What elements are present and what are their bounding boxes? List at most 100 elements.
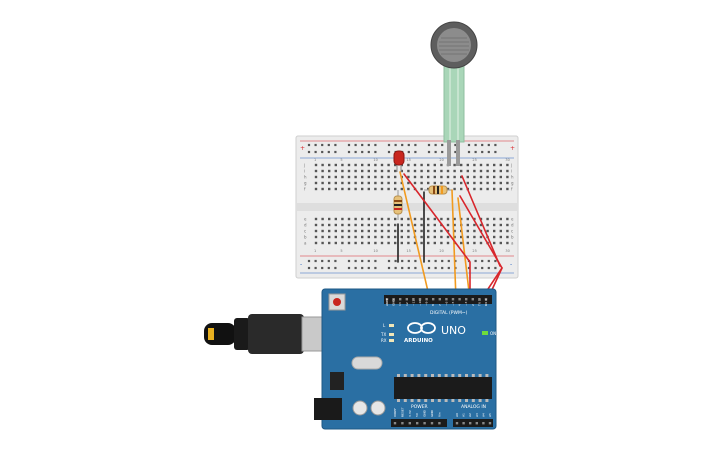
breadboard-hole[interactable] — [374, 241, 377, 245]
breadboard-hole[interactable] — [433, 241, 436, 245]
breadboard-hole[interactable] — [354, 187, 357, 191]
breadboard-hole[interactable] — [506, 163, 509, 167]
breadboard-hole[interactable] — [347, 181, 351, 185]
power-pin[interactable] — [393, 422, 397, 425]
rail-hole[interactable] — [474, 259, 477, 263]
breadboard-hole[interactable] — [499, 163, 502, 167]
breadboard-hole[interactable] — [347, 217, 351, 221]
breadboard-hole[interactable] — [347, 175, 351, 179]
analog-pin[interactable] — [482, 422, 485, 425]
breadboard-hole[interactable] — [361, 169, 364, 173]
breadboard-hole[interactable] — [466, 223, 469, 227]
breadboard-hole[interactable] — [493, 235, 496, 239]
breadboard-hole[interactable] — [407, 175, 410, 179]
breadboard-hole[interactable] — [413, 217, 417, 221]
breadboard-hole[interactable] — [427, 181, 430, 185]
rail-hole[interactable] — [494, 266, 497, 270]
breadboard-hole[interactable] — [473, 169, 476, 173]
breadboard-hole[interactable] — [413, 241, 417, 245]
breadboard-hole[interactable] — [394, 169, 397, 173]
breadboard-hole[interactable] — [367, 229, 370, 233]
breadboard-hole[interactable] — [341, 217, 344, 221]
rail-hole[interactable] — [307, 150, 311, 154]
breadboard-hole[interactable] — [367, 163, 370, 167]
rail-hole[interactable] — [481, 150, 484, 154]
rail-hole[interactable] — [474, 143, 477, 147]
breadboard-hole[interactable] — [466, 169, 469, 173]
breadboard-hole[interactable] — [420, 217, 423, 221]
breadboard-hole[interactable] — [314, 241, 318, 245]
breadboard-hole[interactable] — [420, 187, 423, 191]
breadboard-hole[interactable] — [328, 187, 331, 191]
breadboard-hole[interactable] — [380, 229, 384, 233]
breadboard-hole[interactable] — [374, 235, 377, 239]
breadboard-hole[interactable] — [328, 223, 331, 227]
breadboard-hole[interactable] — [446, 175, 450, 179]
breadboard-hole[interactable] — [321, 241, 324, 245]
digital-pin[interactable] — [405, 298, 408, 301]
breadboard-hole[interactable] — [341, 169, 344, 173]
breadboard-hole[interactable] — [440, 235, 443, 239]
rail-hole[interactable] — [361, 259, 364, 263]
rail-hole[interactable] — [414, 266, 417, 270]
breadboard-hole[interactable] — [374, 217, 377, 221]
rail-hole[interactable] — [347, 150, 351, 154]
breadboard-hole[interactable] — [427, 217, 430, 221]
breadboard-hole[interactable] — [453, 223, 456, 227]
breadboard-hole[interactable] — [400, 229, 403, 233]
breadboard-hole[interactable] — [479, 235, 483, 239]
breadboard-hole[interactable] — [354, 163, 357, 167]
breadboard-hole[interactable] — [413, 163, 417, 167]
breadboard-hole[interactable] — [440, 163, 443, 167]
rail-hole[interactable] — [394, 266, 397, 270]
breadboard-hole[interactable] — [394, 187, 397, 191]
rail-hole[interactable] — [454, 143, 457, 147]
breadboard-hole[interactable] — [493, 187, 496, 191]
breadboard-hole[interactable] — [380, 241, 384, 245]
breadboard-hole[interactable] — [413, 175, 417, 179]
rail-hole[interactable] — [347, 266, 351, 270]
analog-pin[interactable] — [488, 422, 492, 425]
breadboard-hole[interactable] — [446, 235, 450, 239]
breadboard-hole[interactable] — [407, 229, 410, 233]
breadboard-hole[interactable] — [334, 181, 337, 185]
breadboard-hole[interactable] — [473, 163, 476, 167]
breadboard-hole[interactable] — [354, 223, 357, 227]
rail-hole[interactable] — [307, 266, 311, 270]
breadboard-hole[interactable] — [328, 229, 331, 233]
breadboard-hole[interactable] — [354, 235, 357, 239]
breadboard-hole[interactable] — [446, 187, 450, 191]
breadboard-hole[interactable] — [499, 187, 502, 191]
breadboard-hole[interactable] — [380, 217, 384, 221]
breadboard-hole[interactable] — [321, 217, 324, 221]
rail-hole[interactable] — [387, 143, 391, 147]
breadboard-hole[interactable] — [460, 235, 463, 239]
breadboard-hole[interactable] — [321, 223, 324, 227]
breadboard-hole[interactable] — [453, 235, 456, 239]
rail-hole[interactable] — [314, 266, 317, 270]
breadboard-hole[interactable] — [380, 235, 384, 239]
breadboard-hole[interactable] — [453, 175, 456, 179]
breadboard-hole[interactable] — [314, 217, 318, 221]
breadboard-hole[interactable] — [420, 175, 423, 179]
breadboard-hole[interactable] — [466, 175, 469, 179]
rail-hole[interactable] — [487, 259, 490, 263]
breadboard-hole[interactable] — [506, 235, 509, 239]
breadboard-hole[interactable] — [460, 163, 463, 167]
breadboard-hole[interactable] — [479, 163, 483, 167]
breadboard-hole[interactable] — [479, 175, 483, 179]
breadboard-hole[interactable] — [453, 169, 456, 173]
breadboard-hole[interactable] — [427, 169, 430, 173]
breadboard-hole[interactable] — [380, 187, 384, 191]
breadboard-hole[interactable] — [460, 169, 463, 173]
breadboard-hole[interactable] — [400, 223, 403, 227]
breadboard-hole[interactable] — [420, 241, 423, 245]
rail-hole[interactable] — [327, 143, 330, 147]
rail-hole[interactable] — [467, 266, 471, 270]
breadboard-hole[interactable] — [407, 187, 410, 191]
breadboard-hole[interactable] — [347, 235, 351, 239]
rail-hole[interactable] — [487, 143, 490, 147]
breadboard-hole[interactable] — [427, 187, 430, 191]
breadboard-hole[interactable] — [314, 175, 318, 179]
